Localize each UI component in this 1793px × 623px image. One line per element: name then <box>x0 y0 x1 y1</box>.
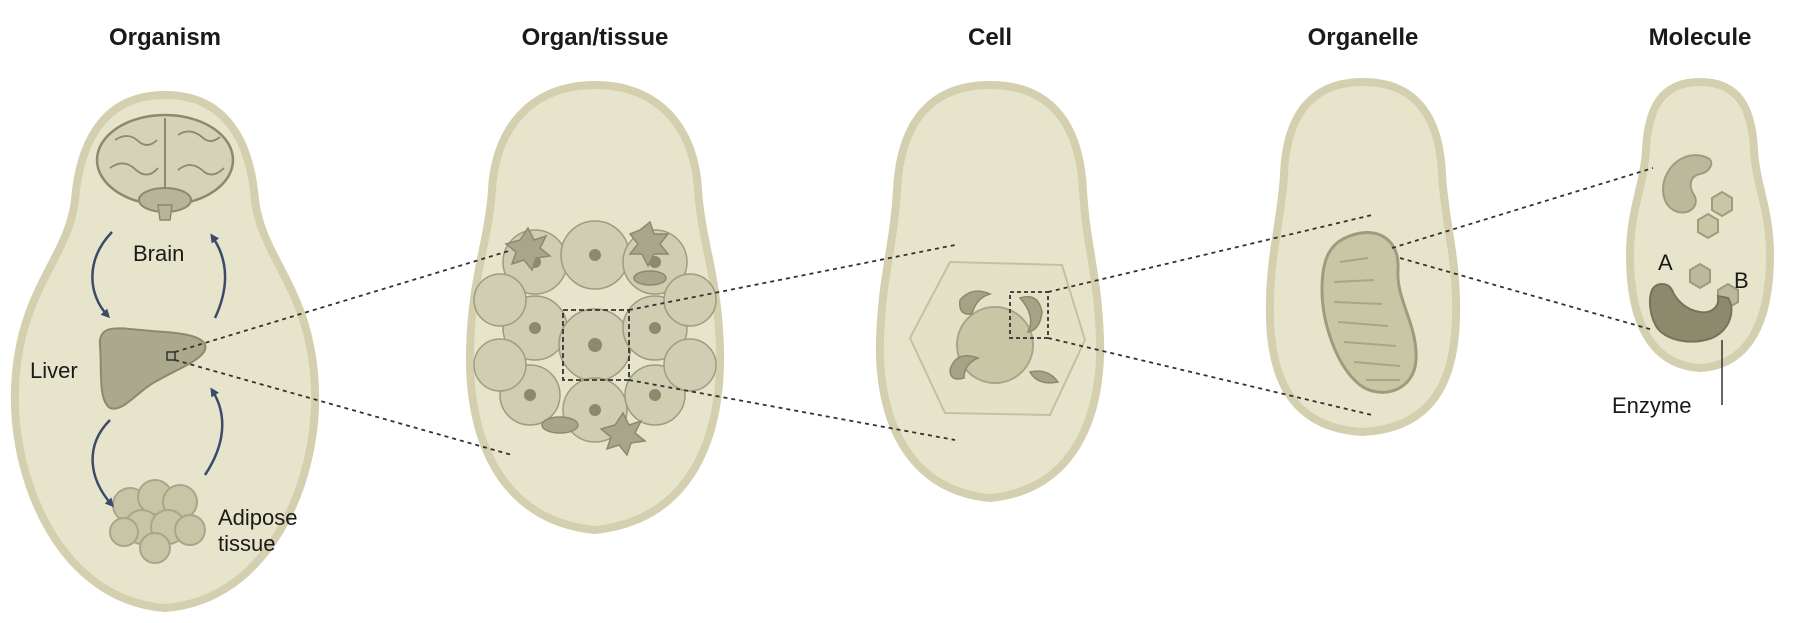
liver-zoom-box <box>166 351 176 361</box>
cristae <box>1333 257 1401 381</box>
connector-liver-top <box>174 249 513 353</box>
organ-tissue-doll <box>465 80 725 535</box>
stage-title-organelle: Organelle <box>1307 24 1419 51</box>
brain-shape <box>95 113 235 221</box>
cell-doll <box>875 80 1105 503</box>
arrow-adipose-to-liver <box>203 387 224 476</box>
arrow-liver-to-brain <box>210 233 227 319</box>
stage-title-organism: Organism <box>108 24 222 51</box>
arrow-brain-to-liver <box>91 231 113 319</box>
adipose-label-line1: Adipose <box>218 505 298 530</box>
mitochondrion-large <box>1320 231 1418 394</box>
substrate-b-label: B <box>1734 268 1749 293</box>
mitochondrion-2 <box>1018 295 1043 333</box>
organelle-doll <box>1265 77 1461 437</box>
mitochondrion-1 <box>959 290 993 315</box>
connector-organelle-top <box>1391 167 1654 249</box>
adipose-tissue-shape <box>109 479 206 564</box>
enzyme-shape <box>1648 283 1733 343</box>
stage-title-molecule: Molecule <box>1648 24 1752 51</box>
liver-shape <box>98 327 207 410</box>
enzyme-shape-top <box>1662 154 1713 214</box>
brain-label: Brain <box>133 241 185 266</box>
substrate-top-1 <box>1711 190 1733 218</box>
stellate-cells <box>504 220 670 457</box>
cell-nucleus <box>956 306 1034 384</box>
connector-organelle-bottom <box>1399 257 1654 331</box>
connector-liver-bottom <box>174 359 513 456</box>
substrate-top-2 <box>1697 212 1719 240</box>
arrow-liver-to-adipose <box>91 419 114 508</box>
zoom-connectors <box>174 167 1654 456</box>
liver-label: Liver <box>30 358 78 383</box>
substrate-a <box>1689 262 1711 290</box>
tissue-zoom-box <box>562 309 630 381</box>
stage-title-cell: Cell <box>967 24 1013 51</box>
enzyme-label: Enzyme <box>1612 393 1692 418</box>
substrate-a-label: A <box>1658 250 1673 275</box>
organism-doll <box>10 90 320 613</box>
molecule-doll <box>1625 77 1775 405</box>
stage-title-organ-tissue: Organ/tissue <box>521 24 669 51</box>
adipose-label-line2: tissue <box>218 531 276 556</box>
mitochondrion-3 <box>949 355 981 380</box>
mitochondrion-4 <box>1028 370 1060 384</box>
